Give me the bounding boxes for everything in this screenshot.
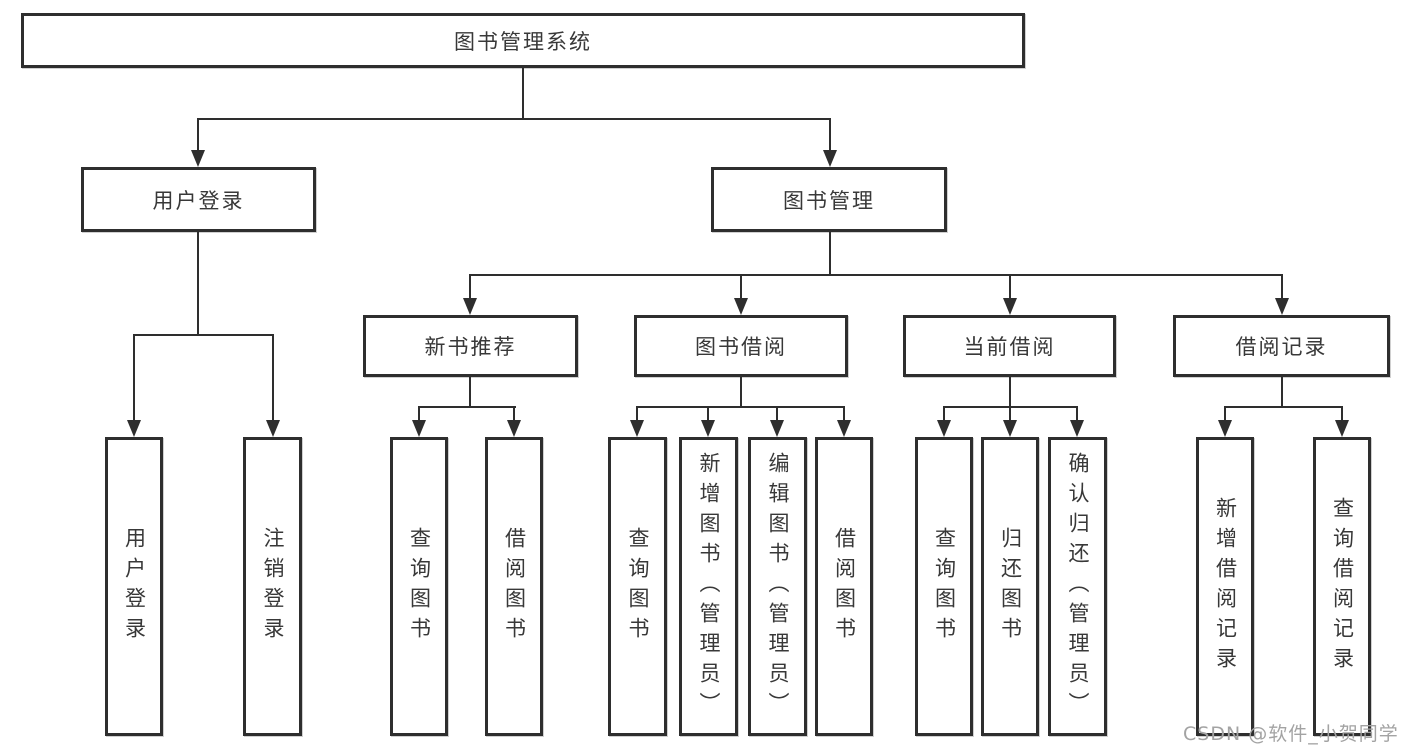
node-library-management-system: 图书管理系统 xyxy=(21,13,1025,68)
arrowhead-to-current-borrow xyxy=(1003,298,1017,315)
leaf-user-login: 用户登录 xyxy=(105,437,163,736)
arrowhead-to-book-borrow xyxy=(734,298,748,315)
connector-new-book-rec-branch-bar xyxy=(418,406,516,408)
leaf-logout: 注销登录 xyxy=(243,437,302,736)
leaf-nbr-borrow-books: 借阅图书 xyxy=(485,437,543,736)
connector-new-book-rec-stem xyxy=(469,377,471,408)
leaf-label: 新增图书（管理员） xyxy=(697,451,721,722)
node-book-management: 图书管理 xyxy=(711,167,947,232)
connector-to-book-management xyxy=(829,118,831,154)
arrowhead-to-logout-leaf xyxy=(266,420,280,437)
connector-root-branch-bar xyxy=(197,118,831,120)
csdn-watermark: CSDN @软件_小贺同学 xyxy=(1183,723,1399,745)
connector-book-management-stem xyxy=(829,232,831,276)
arrowhead-to-cb-query xyxy=(937,420,951,437)
connector-borrow-records-stem xyxy=(1281,377,1283,408)
arrowhead-to-user-login xyxy=(191,150,205,167)
arrowhead-to-new-book-rec xyxy=(463,298,477,315)
node-label: 图书管理系统 xyxy=(454,29,592,54)
leaf-label: 注销登录 xyxy=(261,526,285,647)
arrowhead-to-user-login-leaf xyxy=(127,420,141,437)
connector-to-new-book-rec xyxy=(469,274,471,302)
node-label: 用户登录 xyxy=(152,188,245,213)
connector-to-bb-borrow xyxy=(843,406,845,424)
leaf-label: 查询图书 xyxy=(626,526,650,647)
connector-to-nbr-query xyxy=(418,406,420,424)
node-current-borrowing: 当前借阅 xyxy=(903,315,1116,377)
arrowhead-to-bb-query xyxy=(630,420,644,437)
arrowhead-to-br-add xyxy=(1218,420,1232,437)
connector-to-user-login-leaf xyxy=(133,334,135,424)
node-label: 当前借阅 xyxy=(963,335,1056,359)
connector-book-management-branch-bar xyxy=(469,274,1283,276)
arrowhead-to-borrow-records xyxy=(1275,298,1289,315)
node-borrowing-records: 借阅记录 xyxy=(1173,315,1390,377)
connector-to-bb-edit xyxy=(776,406,778,424)
node-label: 新书推荐 xyxy=(424,335,517,359)
leaf-br-add-record: 新增借阅记录 xyxy=(1196,437,1254,736)
connector-root-stem xyxy=(522,68,524,120)
arrowhead-to-nbr-borrow xyxy=(507,420,521,437)
arrowhead-to-cb-confirm xyxy=(1070,420,1084,437)
connector-to-logout-leaf xyxy=(272,334,274,424)
connector-to-bb-query xyxy=(636,406,638,424)
leaf-br-query-record: 查询借阅记录 xyxy=(1313,437,1371,736)
leaf-cb-return-books: 归还图书 xyxy=(981,437,1039,736)
arrowhead-to-bb-add xyxy=(701,420,715,437)
arrowhead-to-bb-borrow xyxy=(837,420,851,437)
connector-to-bb-add xyxy=(707,406,709,424)
leaf-nbr-query-books: 查询图书 xyxy=(390,437,448,736)
leaf-label: 借阅图书 xyxy=(832,526,857,647)
connector-user-login-stem xyxy=(197,232,199,336)
arrowhead-to-nbr-query xyxy=(412,420,426,437)
connector-to-br-query xyxy=(1341,406,1343,424)
arrowhead-to-cb-return xyxy=(1003,420,1017,437)
connector-to-nbr-borrow xyxy=(513,406,515,424)
arrowhead-to-bb-edit xyxy=(770,420,784,437)
leaf-label: 用户登录 xyxy=(122,526,147,647)
connector-to-user-login xyxy=(197,118,199,154)
node-user-login: 用户登录 xyxy=(81,167,316,232)
connector-book-borrow-branch-bar xyxy=(636,406,845,408)
leaf-label: 编辑图书（管理员） xyxy=(766,451,790,722)
leaf-bb-add-books-admin: 新增图书（管理员） xyxy=(679,437,738,736)
leaf-bb-borrow-books: 借阅图书 xyxy=(815,437,873,736)
connector-to-current-borrow xyxy=(1009,274,1011,302)
leaf-bb-query-books: 查询图书 xyxy=(608,437,667,736)
connector-to-cb-return xyxy=(1009,406,1011,424)
leaf-cb-query-books: 查询图书 xyxy=(915,437,973,736)
connector-user-login-branch-bar xyxy=(133,334,274,336)
node-label: 图书管理 xyxy=(783,188,875,213)
connector-current-borrow-stem xyxy=(1009,377,1011,408)
arrowhead-to-br-query xyxy=(1335,420,1349,437)
node-label: 借阅记录 xyxy=(1235,335,1328,359)
leaf-label: 归还图书 xyxy=(998,526,1023,647)
arrowhead-to-book-management xyxy=(823,150,837,167)
node-book-borrowing: 图书借阅 xyxy=(634,315,848,377)
node-new-book-recommendation: 新书推荐 xyxy=(363,315,578,377)
connector-book-borrow-stem xyxy=(740,377,742,408)
leaf-label: 查询借阅记录 xyxy=(1330,496,1355,677)
leaf-label: 确认归还（管理员） xyxy=(1066,451,1090,722)
node-label: 图书借阅 xyxy=(695,335,787,359)
leaf-label: 新增借阅记录 xyxy=(1213,496,1238,677)
leaf-label: 借阅图书 xyxy=(502,526,527,647)
leaf-label: 查询图书 xyxy=(407,526,432,647)
connector-to-cb-confirm xyxy=(1076,406,1078,424)
connector-to-cb-query xyxy=(943,406,945,424)
leaf-label: 查询图书 xyxy=(932,526,957,647)
connector-to-br-add xyxy=(1224,406,1226,424)
connector-to-borrow-records xyxy=(1281,274,1283,302)
leaf-cb-confirm-return-admin: 确认归还（管理员） xyxy=(1048,437,1107,736)
connector-borrow-records-branch-bar xyxy=(1224,406,1343,408)
connector-to-book-borrow xyxy=(740,274,742,302)
leaf-bb-edit-books-admin: 编辑图书（管理员） xyxy=(748,437,807,736)
